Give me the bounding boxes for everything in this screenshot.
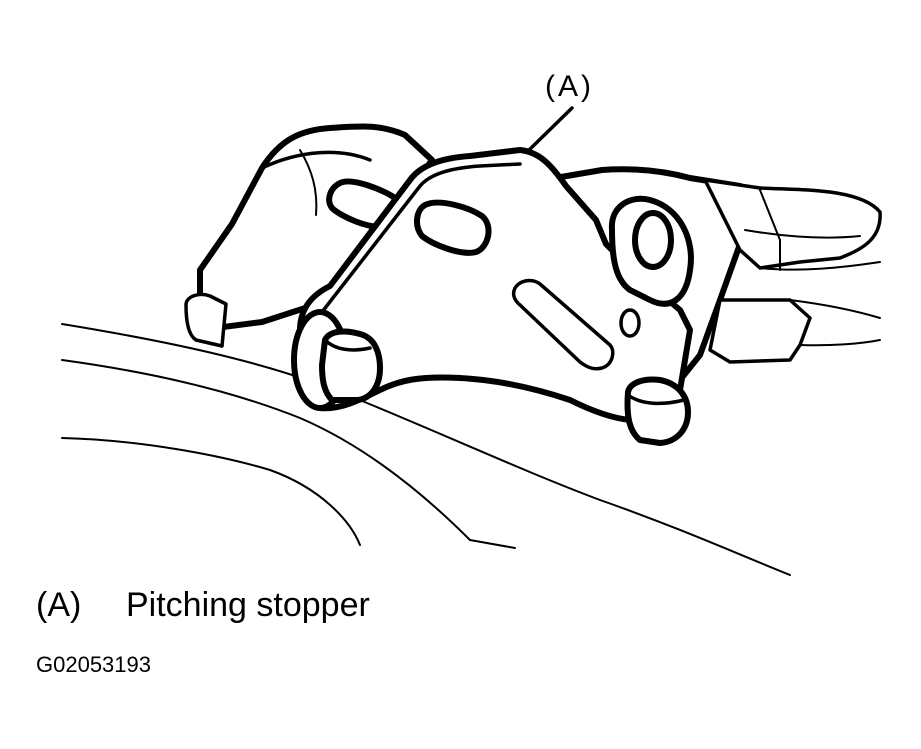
body-contour-lines [61,323,791,576]
legend: (A) Pitching stopper [36,588,370,622]
stopper-plate [297,147,694,423]
callout-label-a: (A) [545,70,594,103]
legend-description: Pitching stopper [126,586,370,624]
left-main-bolt [291,309,383,411]
right-main-bolt [624,376,691,446]
callout-leader [525,106,574,154]
figure-id: G02053193 [36,652,151,677]
pitching-stopper-illustration [61,106,882,576]
left-bolt [184,292,228,348]
legend-key: (A) [36,586,82,624]
